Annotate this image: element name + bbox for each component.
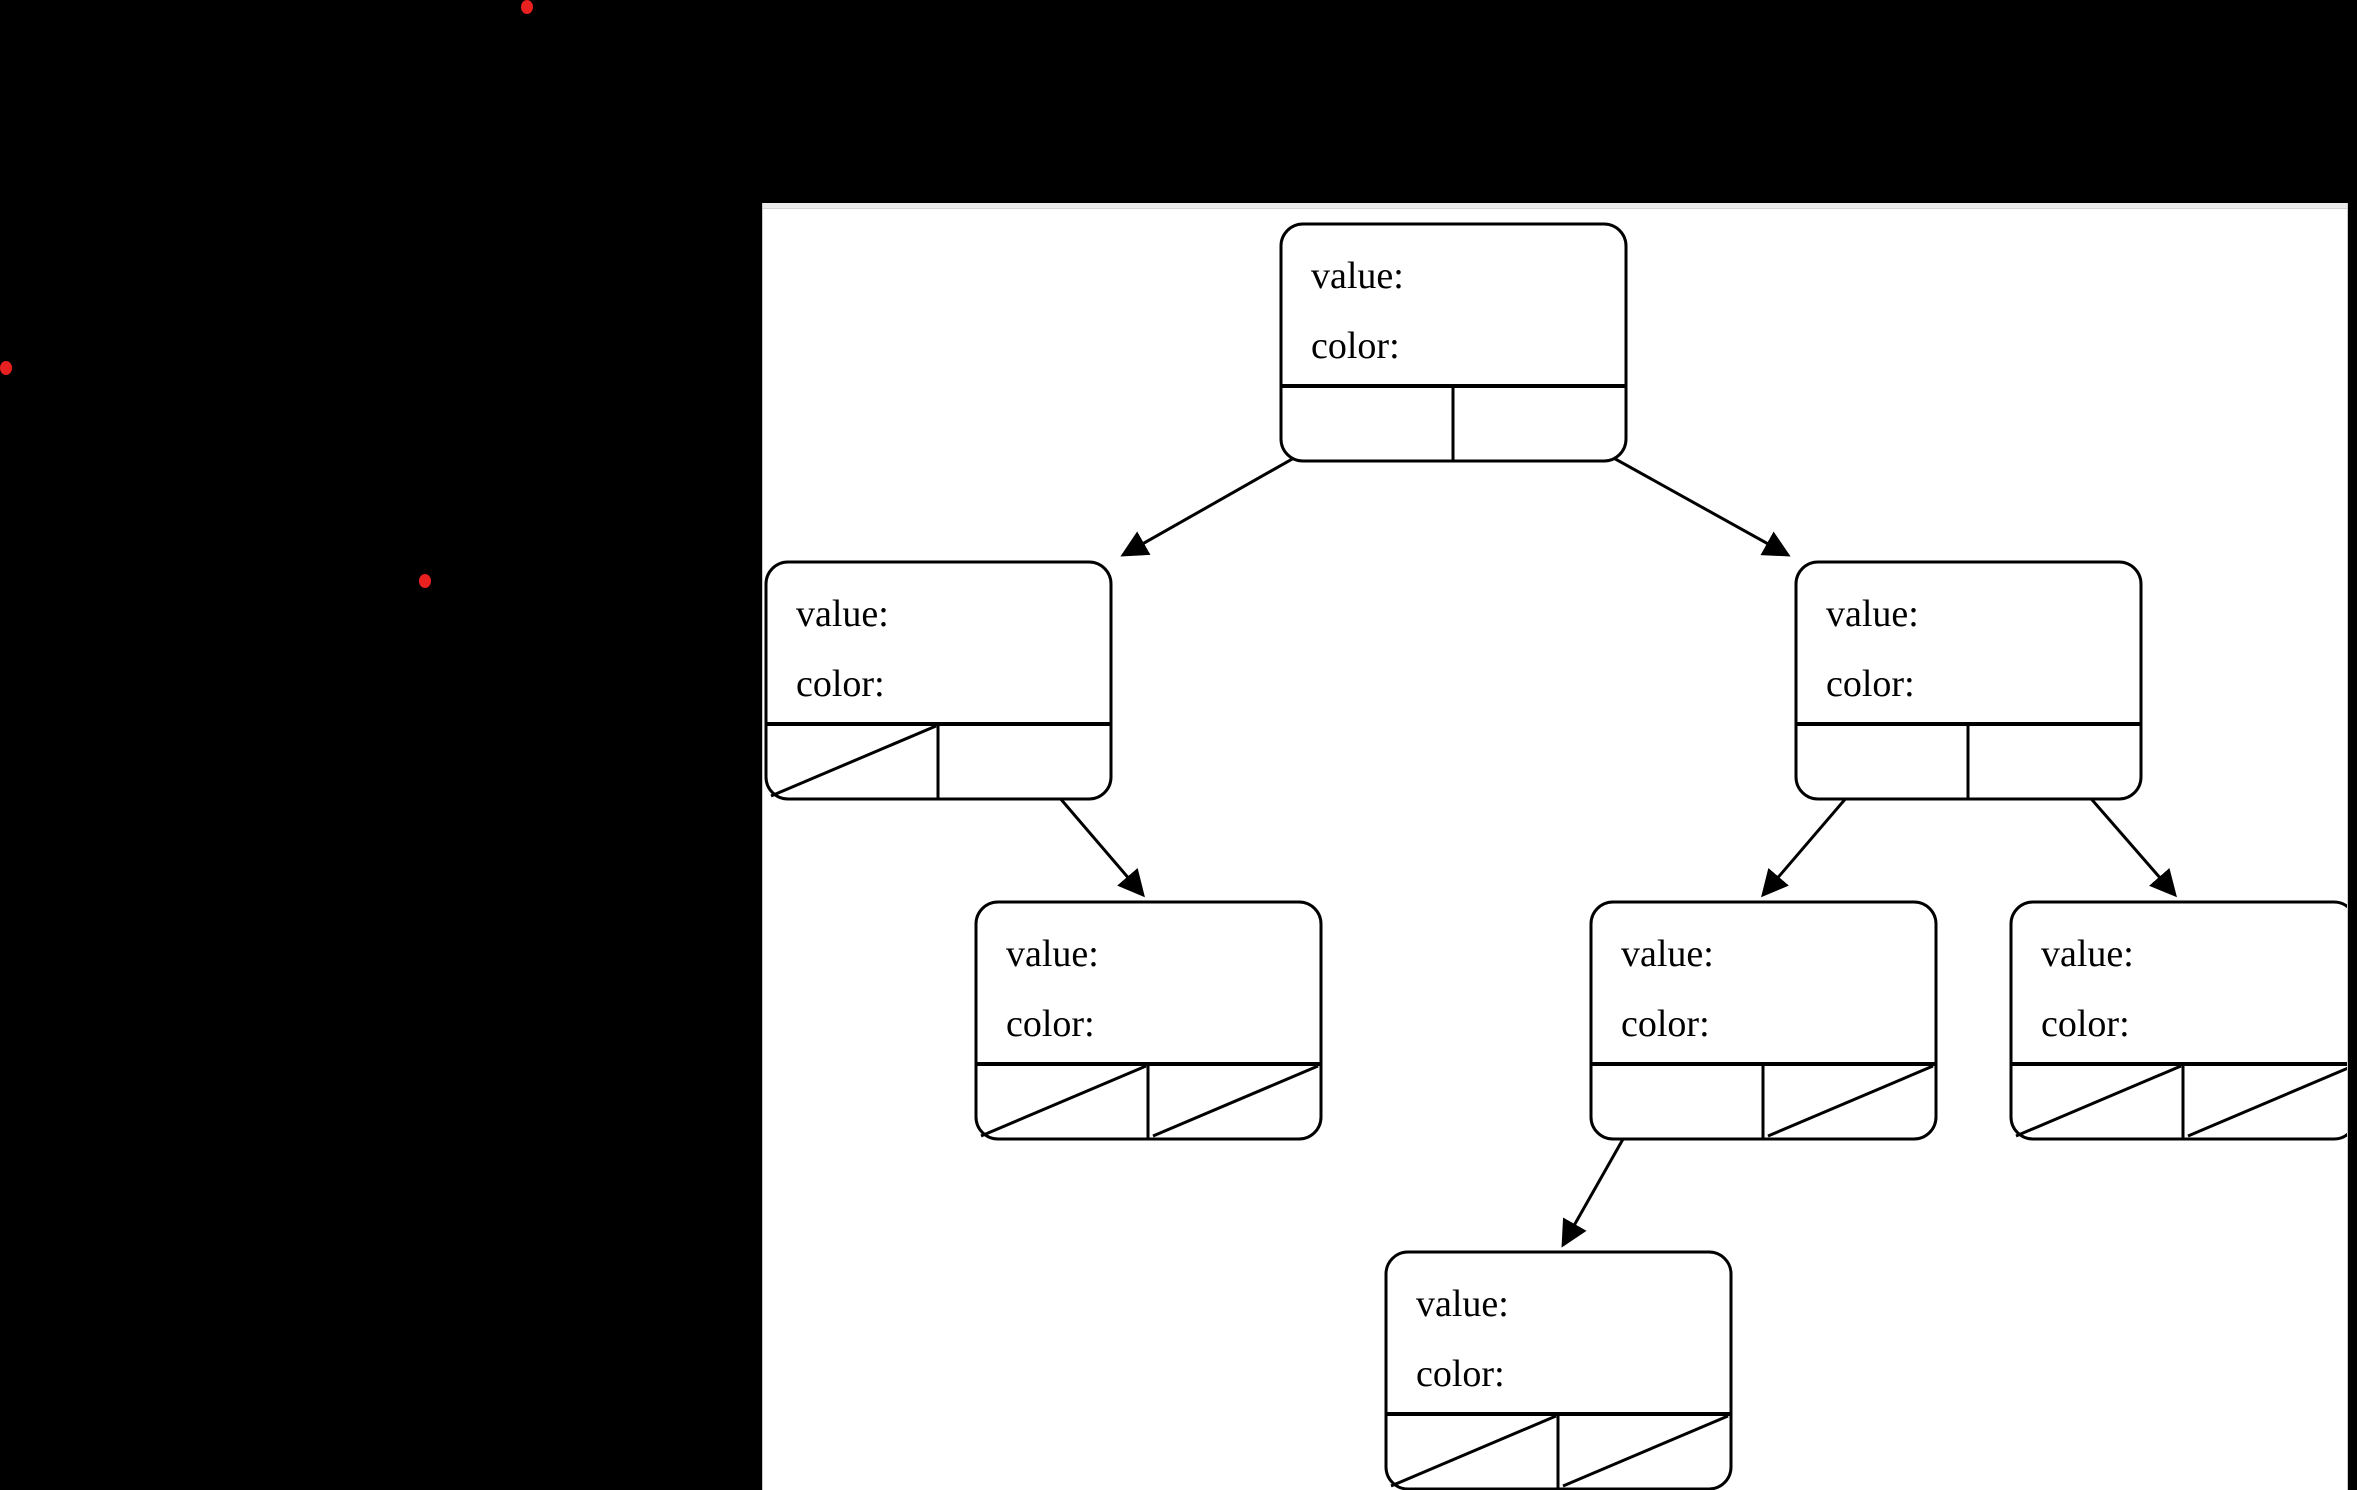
node-left-null-slash: [2015, 1064, 2182, 1138]
node-value-label: value:: [1416, 1283, 1509, 1325]
node-color-label: color:: [1416, 1353, 1505, 1395]
node-value-label: value:: [2041, 933, 2134, 975]
node-left-null-slash: [1390, 1414, 1557, 1488]
node-color-label: color:: [1311, 325, 1400, 367]
node-right-null-slash: [1562, 1414, 1729, 1488]
red-dot-middle-icon: [419, 574, 431, 588]
diagram-canvas[interactable]: value: color: value: color:: [763, 210, 2347, 1490]
node-color-label: color:: [1621, 1003, 1710, 1045]
node-value-label: value:: [1311, 255, 1404, 297]
tree-node-right-right[interactable]: value: color:: [2009, 900, 2348, 1141]
node-left-null-slash: [770, 724, 937, 798]
tree-node-deepest[interactable]: value: color:: [1384, 1250, 1733, 1490]
document-panel: value: color: value: color:: [762, 203, 2348, 1490]
node-left-null-slash: [980, 1064, 1147, 1138]
node-color-label: color:: [796, 663, 885, 705]
node-value-label: value:: [1006, 933, 1099, 975]
node-right-null-slash: [2187, 1066, 2347, 1138]
tree-node-left-right[interactable]: value: color:: [974, 900, 1323, 1141]
tree-node-root[interactable]: value: color:: [1279, 222, 1628, 463]
node-right-null-slash: [1767, 1064, 1934, 1138]
panel-top-strip: [763, 203, 2347, 209]
node-color-label: color:: [1826, 663, 1915, 705]
node-color-label: color:: [1006, 1003, 1095, 1045]
tree-node-right-left[interactable]: value: color:: [1589, 900, 1938, 1141]
node-value-label: value:: [1621, 933, 1714, 975]
tree-node-left[interactable]: value: color:: [764, 560, 1113, 801]
binary-tree-diagram: value: color: value: color:: [764, 222, 2348, 1490]
red-dot-top-icon: [521, 0, 533, 14]
tree-node-right[interactable]: value: color:: [1794, 560, 2143, 801]
node-value-label: value:: [796, 593, 889, 635]
node-value-label: value:: [1826, 593, 1919, 635]
red-dot-left-icon: [0, 361, 12, 375]
node-right-null-slash: [1152, 1064, 1319, 1138]
node-color-label: color:: [2041, 1003, 2130, 1045]
